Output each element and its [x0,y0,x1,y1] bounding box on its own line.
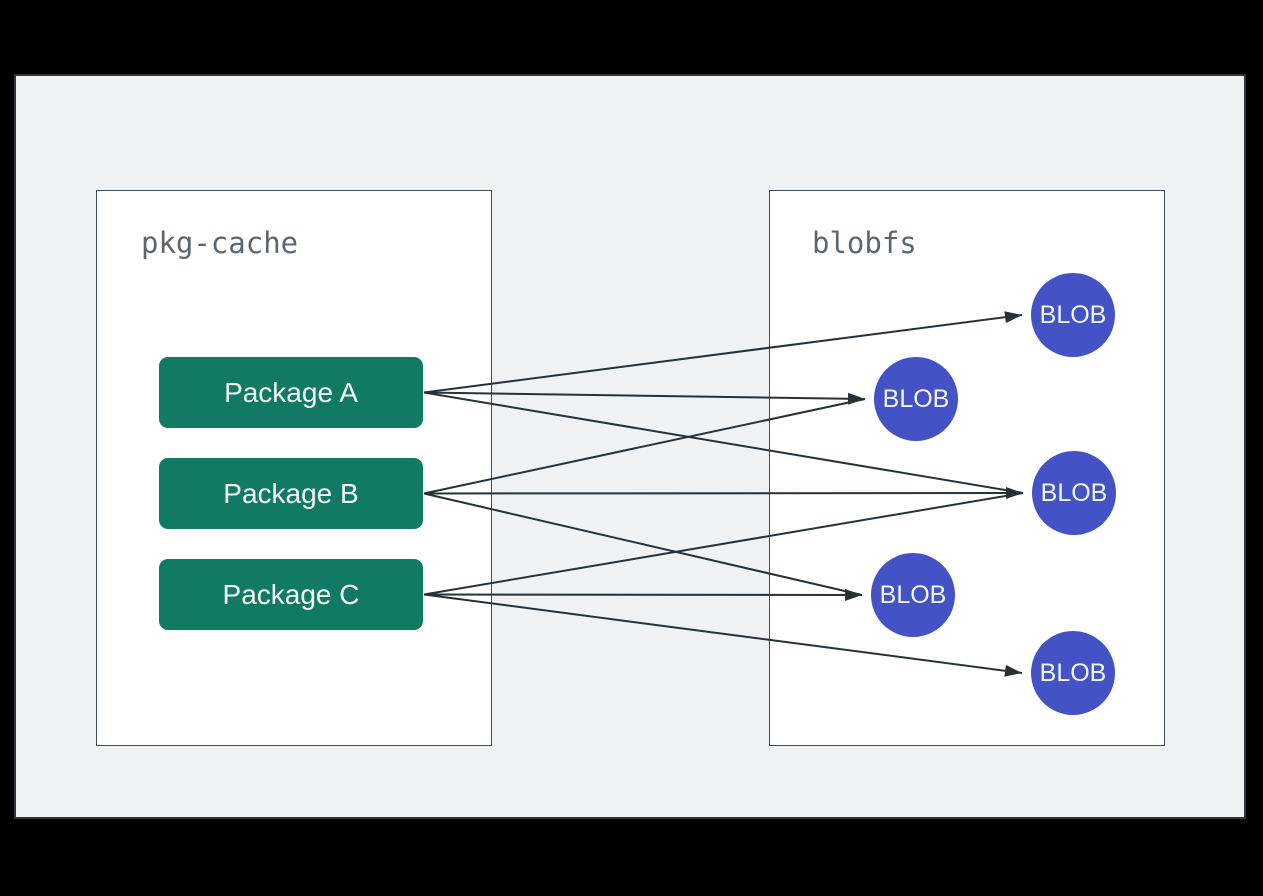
blob-4-label: BLOB [879,580,947,609]
pkg-cache-panel: pkg-cache Package A Package B Package C [96,190,492,746]
package-b-label: Package B [223,477,359,509]
blob-3-label: BLOB [1040,478,1108,507]
diagram-canvas: pkg-cache Package A Package B Package C … [14,74,1246,819]
blob-node-3: BLOB [1032,451,1116,535]
blobfs-panel: blobfs BLOB BLOB BLOB BLOB BLOB [769,190,1165,746]
package-b-node: Package B [159,458,423,529]
blob-1-label: BLOB [1039,300,1107,329]
blobfs-title: blobfs [812,226,917,260]
blob-node-4: BLOB [871,553,955,637]
package-a-label: Package A [224,376,358,408]
blob-node-1: BLOB [1031,273,1115,357]
blob-node-5: BLOB [1031,631,1115,715]
package-c-node: Package C [159,559,423,630]
package-a-node: Package A [159,357,423,428]
blob-2-label: BLOB [882,384,950,413]
blob-node-2: BLOB [874,357,958,441]
package-c-label: Package C [222,578,360,610]
pkg-cache-title: pkg-cache [141,226,299,260]
blob-5-label: BLOB [1039,658,1107,687]
